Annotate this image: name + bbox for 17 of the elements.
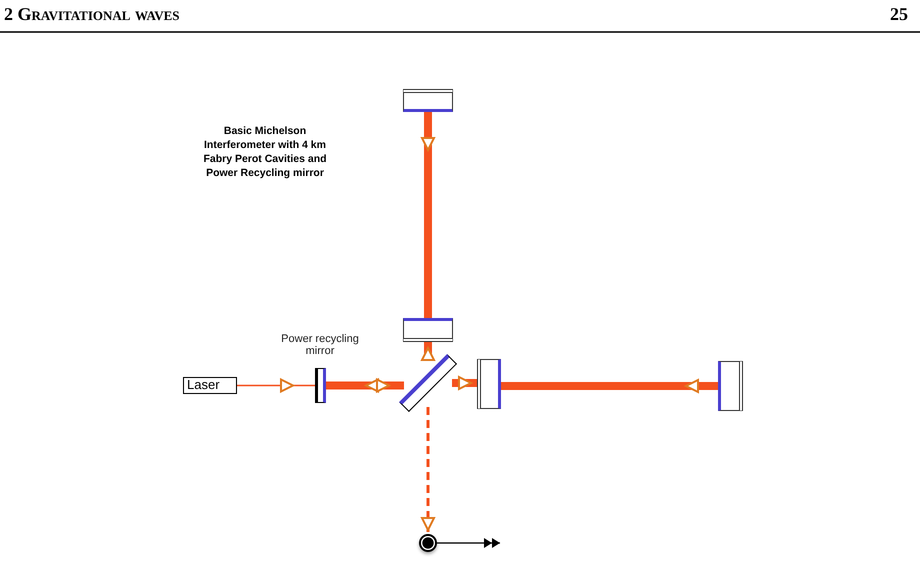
mirror xyxy=(718,361,743,411)
laser-beam xyxy=(421,112,435,318)
mirror xyxy=(477,359,501,409)
page-number: 25 xyxy=(890,4,908,25)
laser-box: Laser xyxy=(183,377,237,394)
laser-beam xyxy=(237,378,315,392)
mirror xyxy=(403,89,453,112)
diagram-title: Basic Michelson Interferometer with 4 km Fabry Perot Cavities and Power Recycling mirror xyxy=(202,124,328,180)
photodetector xyxy=(419,534,437,552)
mirror xyxy=(403,318,453,342)
laser-beam xyxy=(326,378,404,392)
laser-beam xyxy=(501,379,718,393)
laser-beam xyxy=(421,342,435,361)
component-label: Power recycling mirror xyxy=(280,333,360,357)
output-beam xyxy=(421,407,435,534)
chapter-heading: 2 Gravitational waves xyxy=(4,4,180,25)
laser-beam xyxy=(452,376,477,390)
